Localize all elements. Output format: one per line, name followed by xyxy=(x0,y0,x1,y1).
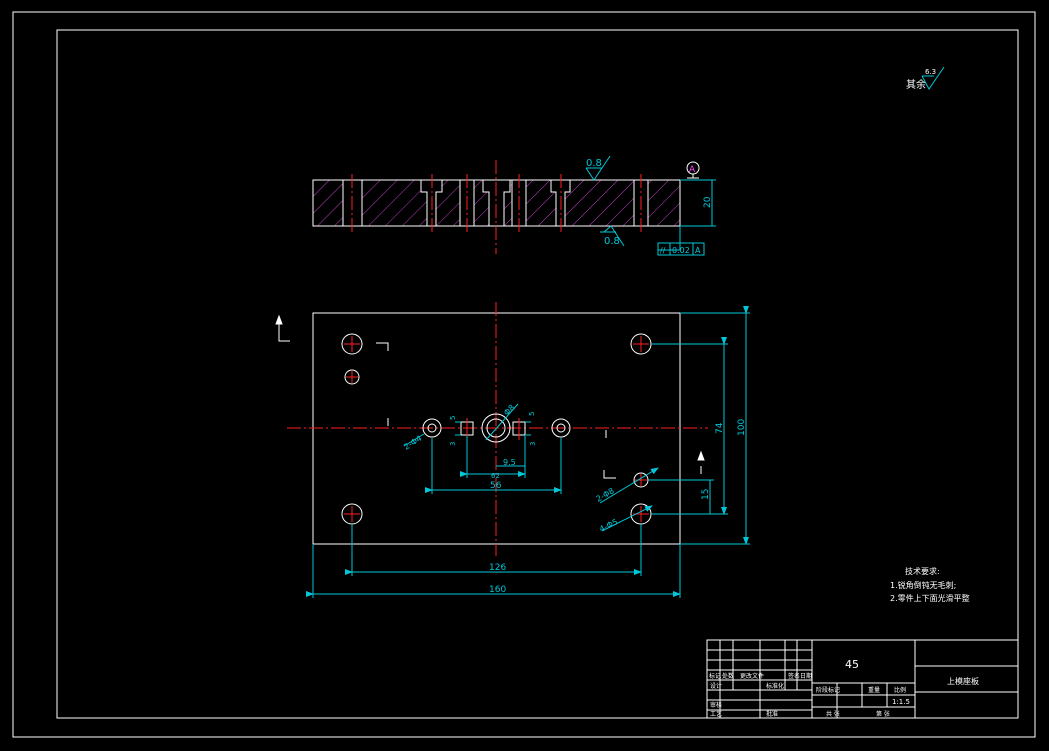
tb-cell-7: 审核 xyxy=(710,701,722,709)
dim-dia-center: Φ8 xyxy=(502,403,516,417)
dim-3b: 3 xyxy=(529,442,537,446)
dim-holes-4phi5: 4-Φ5 xyxy=(598,517,619,534)
tb-part-name: 上模座板 xyxy=(947,676,979,686)
dim-width: 100 xyxy=(737,419,747,436)
dim-thickness: 20 xyxy=(703,196,713,208)
dim-5a: 5 xyxy=(449,416,457,420)
tb-cell-6: 标准化 xyxy=(766,682,784,690)
tb-cell-9: 批准 xyxy=(766,710,778,718)
inner-border xyxy=(56,29,1019,719)
parallelism-frame: // 0.02 A xyxy=(657,226,705,256)
roughness-top-value: 0.8 xyxy=(586,158,602,169)
tech-title: 技术要求: xyxy=(905,566,940,576)
tb-cell-3: 签名 xyxy=(788,672,800,680)
dim-slot-95: 9.5 xyxy=(503,458,516,467)
plan-view: 160 126 100 74 15 56 62 9.5 Φ8 5 5 3 3 2… xyxy=(275,302,750,598)
outer-border xyxy=(12,11,1036,738)
dim-holes-2phi4: 2-Φ4 xyxy=(402,434,423,452)
dim-slot-56: 56 xyxy=(490,481,502,491)
tech-requirements: 技术要求: 1.锐角倒钝无毛刺; 2.零件上下面光滑平整 xyxy=(890,566,970,603)
dim-length: 160 xyxy=(489,585,506,595)
dim-5b: 5 xyxy=(528,412,536,416)
title-block xyxy=(706,639,1019,719)
tb-cell-1: 处数 xyxy=(722,672,734,680)
tb-cell-11: 重量 xyxy=(868,686,880,694)
parallel-symbol: // xyxy=(660,246,666,255)
roughness-bottom-icon: 0.8 xyxy=(600,225,625,247)
roughness-symbol-icon: 其余 6.3 xyxy=(906,66,945,91)
tech-item-2: 2.零件上下面光滑平整 xyxy=(890,593,970,603)
tb-scale: 1:1.5 xyxy=(892,698,910,706)
tb-cell-2: 更改文件 xyxy=(740,672,764,680)
tb-cell-4: 日期 xyxy=(800,672,812,680)
tb-cell-14: 第 张 xyxy=(876,710,890,718)
roughness-top-icon: 0.8 xyxy=(585,155,611,181)
tb-cell-5: 设计 xyxy=(710,682,722,690)
parallel-datum: A xyxy=(695,246,701,255)
tb-material: 45 xyxy=(845,658,859,671)
dim-offset-15: 15 xyxy=(701,489,711,500)
dim-hole-span-x: 126 xyxy=(489,563,506,573)
section-view: 0.8 0.8 A 20 // 0.02 xyxy=(312,155,716,256)
dim-hole-span-y: 74 xyxy=(715,422,725,434)
dim-holes-2phi8: 2-Φ8 xyxy=(595,486,616,503)
tb-cell-12: 比例 xyxy=(894,686,906,694)
roughness-prefix: 其余 xyxy=(906,78,926,91)
tech-item-1: 1.锐角倒钝无毛刺; xyxy=(890,580,956,590)
roughness-bottom-value: 0.8 xyxy=(604,236,620,247)
tb-cell-10: 阶段标记 xyxy=(816,686,840,694)
datum-a-icon: A xyxy=(686,161,700,179)
tb-cell-8: 工艺 xyxy=(710,710,722,718)
dim-3a: 3 xyxy=(449,442,457,446)
tb-cell-0: 标记 xyxy=(709,672,721,680)
datum-letter: A xyxy=(689,165,696,175)
tb-cell-13: 共 张 xyxy=(826,710,840,718)
roughness-value: 6.3 xyxy=(925,68,936,76)
dim-slot-62: 62 xyxy=(491,472,500,480)
parallel-tolerance: 0.02 xyxy=(672,246,690,255)
